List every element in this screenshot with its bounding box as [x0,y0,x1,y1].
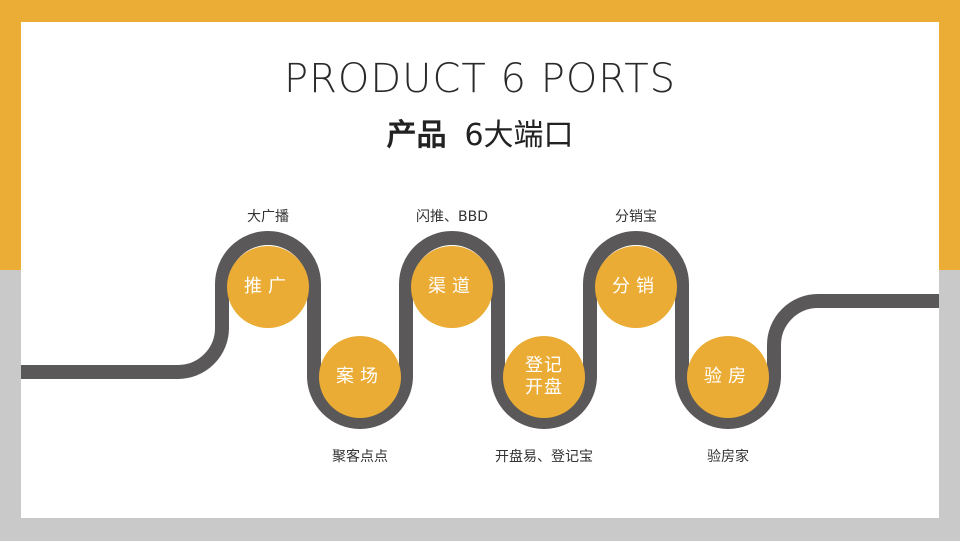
title-chinese-bold: 产品 [386,118,447,153]
port-node-promotion[interactable]: 推广 [227,246,309,328]
port-caption: 分销宝 [615,209,657,225]
port-node-label: 渠道 [428,276,476,297]
port-node-label: 推广 [244,276,292,297]
title-chinese-regular: 6大端口 [464,118,574,153]
port-caption: 开盘易、登记宝 [495,449,593,465]
port-node-channel[interactable]: 渠道 [411,246,493,328]
port-node-sales-site[interactable]: 案场 [319,336,401,418]
port-node-label: 验房 [704,366,752,387]
port-node-label-line2: 开盘 [525,377,563,398]
port-node-label: 案场 [336,366,384,387]
title-chinese: 产品 6大端口 [0,110,960,154]
title-english: PRODUCT 6 PORTS [283,56,677,102]
port-caption: 聚客点点 [332,449,388,465]
port-node-label: 分销 [612,276,660,297]
port-node-house-inspection[interactable]: 验房 [687,336,769,418]
port-caption: 验房家 [707,449,749,465]
port-node-label-line1: 登记 [525,355,563,376]
port-caption: 闪推、BBD [416,209,488,225]
port-caption: 大广播 [247,209,289,225]
port-node-distribution[interactable]: 分销 [595,246,677,328]
port-node-registration-opening[interactable]: 登记 开盘 [503,336,585,418]
